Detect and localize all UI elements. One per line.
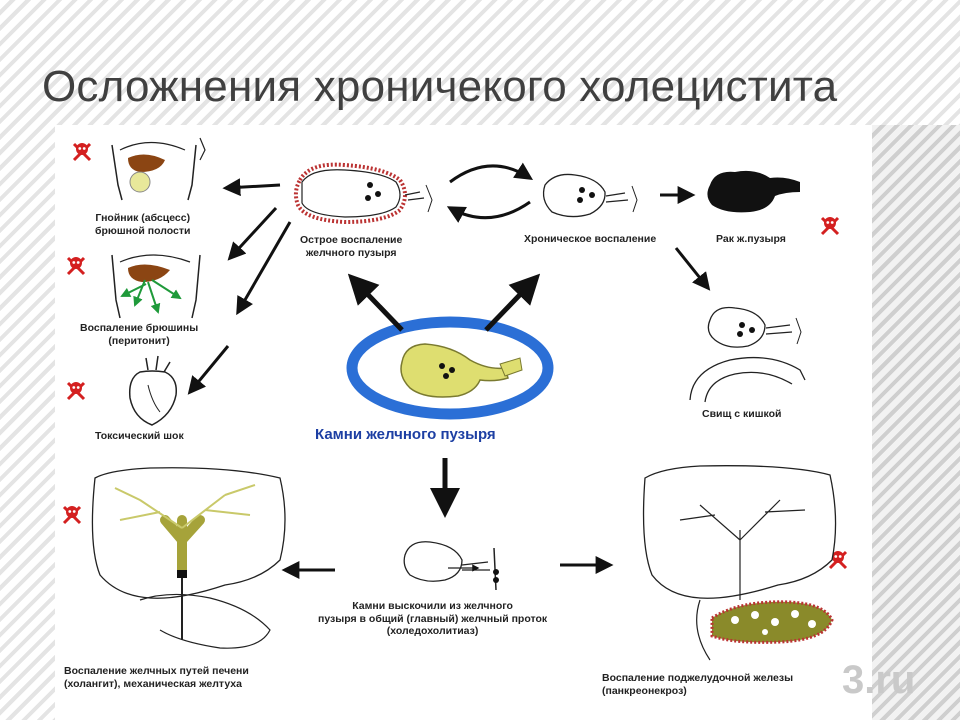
label-peritonitis: Воспаление брюшины(перитонит) — [80, 322, 199, 347]
stones-in-duct-illustration — [403, 541, 499, 591]
abscess-illustration — [111, 137, 206, 201]
skull-crossbones-icon — [820, 215, 840, 236]
label-abscess: Гнойник (абсцесс)брюшной полости — [95, 212, 191, 237]
chronic-gallbladder-illustration — [542, 173, 638, 218]
pancreatitis-illustration — [642, 465, 837, 661]
heart-illustration — [128, 355, 178, 426]
watermark: 3.ru — [842, 658, 916, 702]
center-label: Камни желчного пузыря — [315, 426, 496, 443]
peritonitis-illustration — [111, 254, 201, 319]
cholangitis-liver-illustration — [91, 467, 286, 649]
cycle-arrows — [446, 162, 534, 223]
cancer-illustration — [707, 170, 800, 213]
label-cholangitis: Воспаление желчных путей печени(холангит… — [64, 665, 249, 690]
right-striped-panel — [872, 125, 960, 720]
label-fistula: Свищ с кишкой — [702, 408, 782, 420]
acute-gallbladder-illustration — [293, 162, 433, 225]
label-shock: Токсический шок — [95, 430, 184, 442]
fistula-illustration — [689, 306, 806, 403]
skull-crossbones-icon — [62, 504, 82, 525]
skull-crossbones-icon — [66, 380, 86, 401]
slide-title: Осложнения хроничекого холецистита — [42, 62, 838, 111]
label-pancreatitis: Воспаление поджелудочной железы(панкреон… — [602, 672, 794, 697]
label-chronic: Хроническое воспаление — [524, 233, 657, 245]
central-gallstones-illustration — [346, 316, 554, 420]
skull-crossbones-icon — [72, 141, 92, 162]
label-cancer: Рак ж.пузыря — [716, 233, 786, 245]
skull-crossbones-icon — [66, 255, 86, 276]
